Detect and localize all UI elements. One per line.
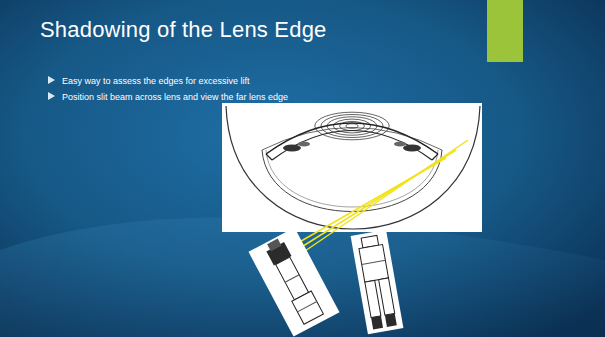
- bullet-text: Easy way to assess the edges for excessi…: [62, 73, 288, 89]
- slit-lamp-illuminator: [249, 227, 340, 336]
- slide-title: Shadowing of the Lens Edge: [40, 17, 327, 43]
- bullet-list: Easy way to assess the edges for excessi…: [62, 73, 288, 105]
- background-swoosh: [0, 217, 605, 337]
- title-area: Shadowing of the Lens Edge: [40, 17, 327, 43]
- accent-bar: [487, 0, 523, 62]
- bullet-text: Position slit beam across lens and view …: [62, 89, 288, 105]
- slit-lamp-microscope: [351, 230, 404, 335]
- bullet-marker: [48, 76, 55, 84]
- bullet-marker: [48, 92, 55, 100]
